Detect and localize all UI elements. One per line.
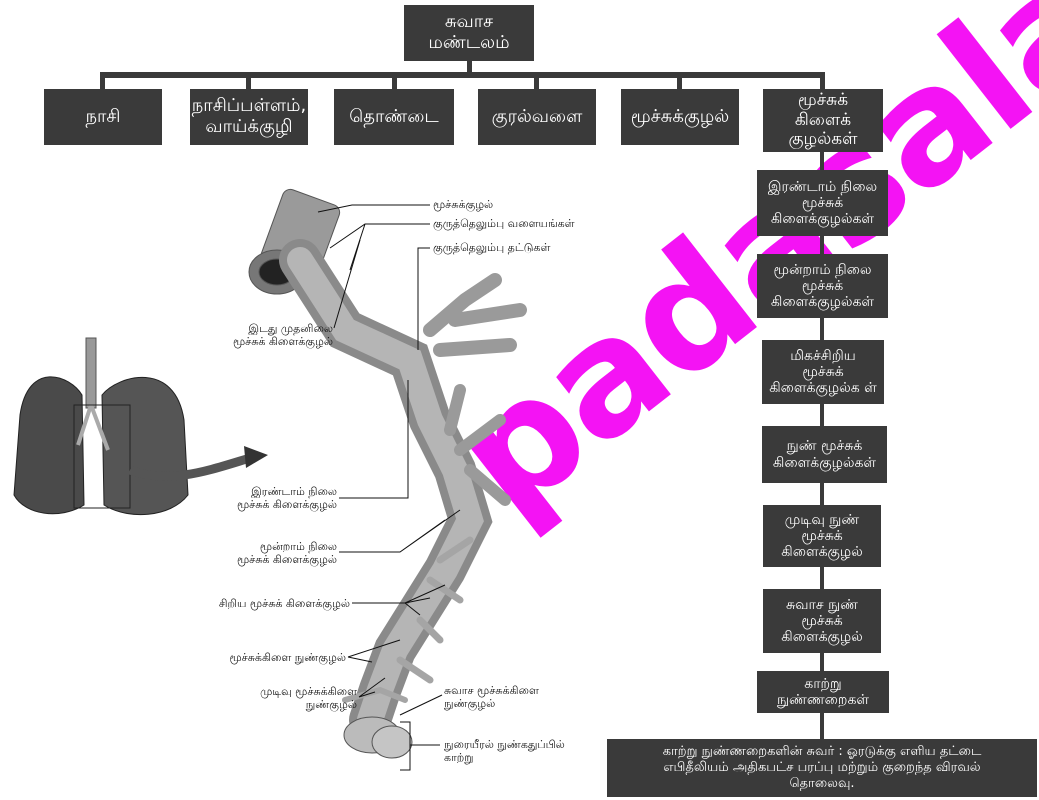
- chain-box-terminal: முடிவு நுண் மூச்சுக் கிளைக்குழல்: [763, 505, 881, 567]
- branch-box-pharynx: தொண்டை: [334, 89, 454, 145]
- label-small-bronchi: சிறிய மூச்சுக் கிளைக்குழல்: [160, 597, 350, 610]
- root-connector: [467, 60, 472, 74]
- chain-box-secondary: இரண்டாம் நிலை மூச்சுக் கிளைக்குழல்கள்: [757, 170, 888, 236]
- label-respiratory-bronchiole: சுவாச மூச்சுக்கிளை நுண்குழல்: [444, 684, 539, 710]
- label-bronchiole: மூச்சுக்கிளை நுண்குழல்: [180, 651, 346, 664]
- chain-box-respiratory: சுவாச நுண் மூச்சுக் கிளைக்குழல்: [763, 589, 881, 653]
- chain-box-small: மிகச்சிறிய மூச்சுக் கிளைக்குழல்க ள்: [762, 340, 884, 404]
- chain-box-tertiary: மூன்றாம் நிலை மூச்சுக் கிளைக்குழல்கள்: [757, 254, 888, 318]
- bronchial-tree: [249, 187, 520, 758]
- chain-box-bronchioles: நுண் மூச்சுக் கிளைக்குழல்கள்: [762, 426, 887, 483]
- branch-box-trachea: மூச்சுக்குழல்: [621, 89, 739, 145]
- chain-box-alveoli: காற்று நுண்ணறைகள்: [757, 671, 889, 713]
- branch-box-nasal-cavity: நாசிப்பள்ளம், வாய்க்குழி: [190, 89, 308, 145]
- label-cartilage-rings: குருத்தெலும்பு வளையங்கள்: [433, 217, 575, 230]
- root-box: சுவாச மண்டலம்: [404, 5, 534, 61]
- label-cartilage-plates: குருத்தெலும்பு தட்டுகள்: [433, 241, 550, 254]
- label-tertiary-bronchus: மூன்றாம் நிலை மூச்சுக் கிளைக்குழல்: [205, 540, 337, 566]
- branch-box-larynx: குரல்வளை: [478, 89, 596, 145]
- label-alveolar-air: நுரையீரல் நுண்கதுப்பில் காற்று: [444, 738, 565, 764]
- top-connector-bar: [100, 72, 825, 78]
- label-left-primary-bronchus: இடது முதனிலை மூச்சுக் கிளைக்குழல்: [205, 322, 333, 348]
- label-trachea: மூச்சுக்குழல்: [433, 198, 493, 211]
- label-terminal-bronchiole: முடிவு மூச்சுக்கிளை நுண்குழல்: [220, 685, 357, 711]
- branch-box-bronchi: மூச்சுக் கிளைக் குழல்கள்: [763, 89, 883, 152]
- branch-box-nose: நாசி: [44, 89, 162, 145]
- label-secondary-bronchus: இரண்டாம் நிலை மூச்சுக் கிளைக்குழல்: [205, 485, 337, 511]
- summary-box: காற்று நுண்ணறைகளின் சுவர் : ஓரடுக்கு எளி…: [607, 739, 1037, 797]
